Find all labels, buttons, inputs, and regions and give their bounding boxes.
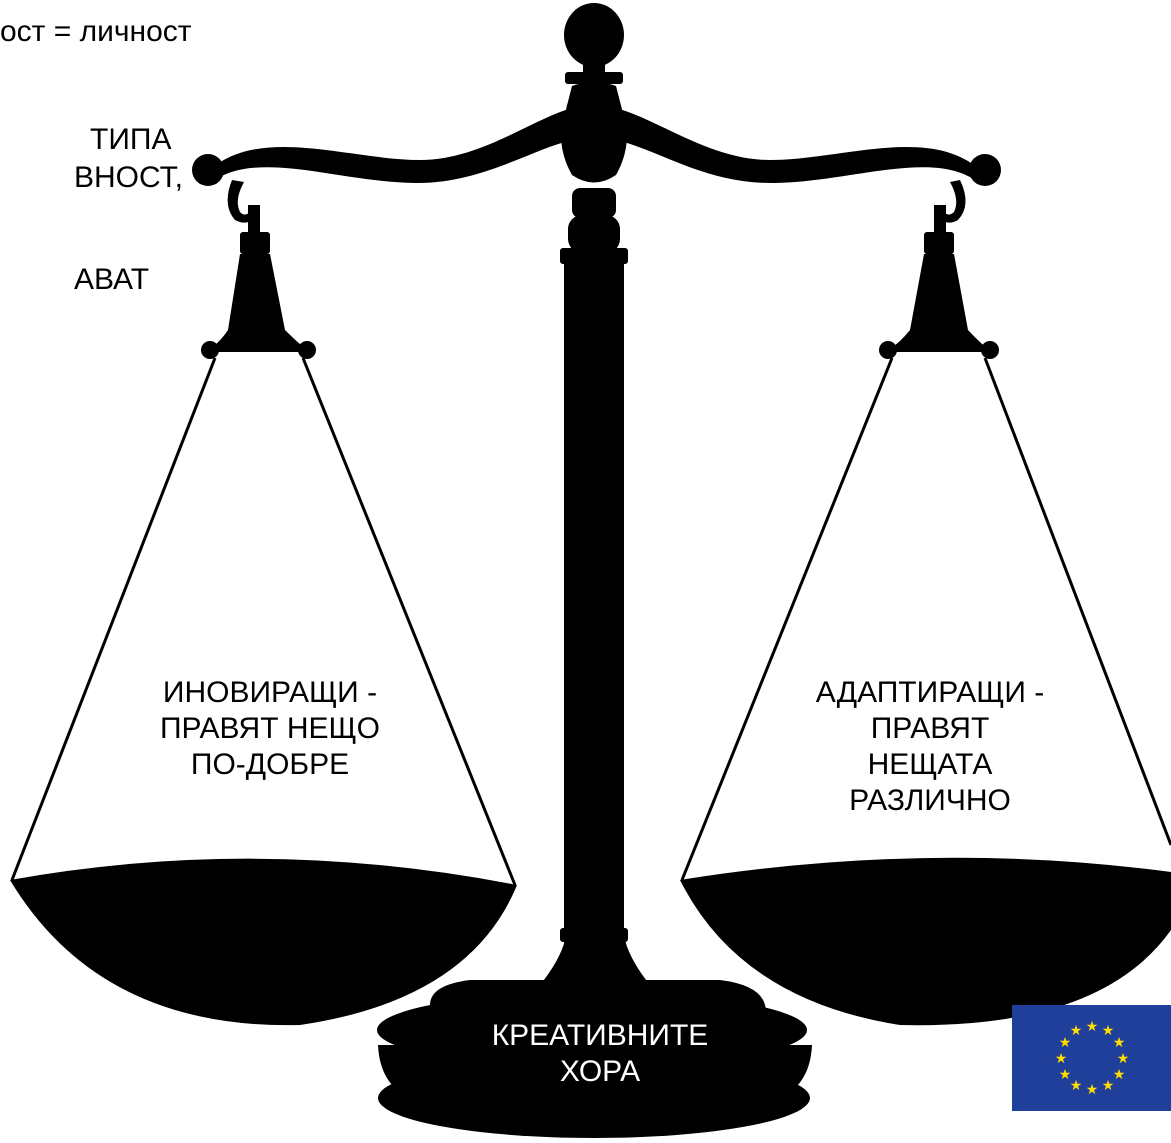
svg-text:★: ★ [1113,1035,1126,1051]
eu-flag-icon: ★ ★ ★ ★ ★ ★ ★ ★ ★ ★ ★ ★ [1012,1005,1171,1111]
right-pan-label-line-2: ПРАВЯТ [870,712,990,745]
base-label: КРЕАТИВНИТЕ ХОРА [430,1018,770,1090]
right-hanger [879,180,999,359]
intro-line-3: ВНОСТ, [74,161,184,194]
left-pan-label-line-1: ИНОВИРАЩИ - [162,676,378,709]
scale-column [560,188,628,948]
intro-line-2: ТИПА [90,123,172,156]
svg-text:★: ★ [1102,1078,1115,1094]
scale-base [377,940,812,1138]
svg-text:★: ★ [1070,1078,1083,1094]
right-pan-label-line-4: РАЗЛИЧНО [849,784,1011,817]
right-pan-label: АДАПТИРАЩИ - ПРАВЯТ НЕЩАТА РАЗЛИЧНО [770,675,1090,819]
left-pan-label-line-2: ПРАВЯТ НЕЩО [159,712,381,745]
right-pan-label-line-3: НЕЩАТА [867,748,993,781]
scale-beam [192,108,1001,186]
svg-text:★: ★ [1113,1067,1126,1083]
svg-text:★: ★ [1117,1051,1130,1067]
right-pan-label-line-1: АДАПТИРАЩИ - [815,676,1045,709]
intro-line-4: АВАТ [74,263,150,296]
svg-text:★: ★ [1059,1035,1072,1051]
svg-text:★: ★ [1059,1067,1072,1083]
svg-text:★: ★ [1086,1019,1099,1035]
svg-text:★: ★ [1070,1023,1083,1039]
left-pan-label: ИНОВИРАЩИ - ПРАВЯТ НЕЩО ПО-ДОБРЕ [110,675,430,783]
svg-text:★: ★ [1055,1051,1068,1067]
left-hanger [201,180,316,359]
right-pan [680,357,1171,1026]
eu-stars: ★ ★ ★ ★ ★ ★ ★ ★ ★ ★ ★ ★ [1055,1019,1130,1098]
scale-finial [561,3,627,183]
base-label-line-1: КРЕАТИВНИТЕ [491,1019,709,1052]
svg-text:★: ★ [1102,1023,1115,1039]
left-pan-label-line-3: ПО-ДОБРЕ [190,748,350,781]
base-label-line-2: ХОРА [559,1055,641,1088]
left-pan [10,357,517,1026]
intro-line-1: ост = личност [0,15,192,48]
svg-text:★: ★ [1086,1082,1099,1098]
